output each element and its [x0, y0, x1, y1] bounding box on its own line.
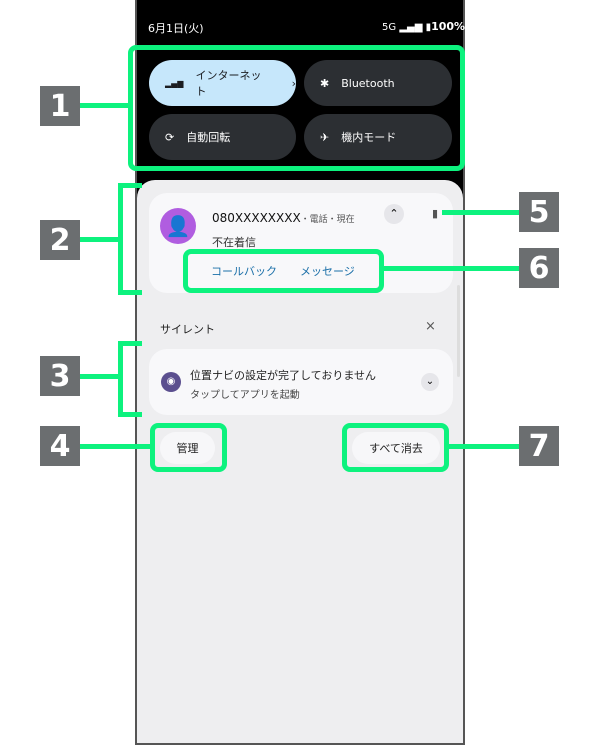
callout-line	[80, 103, 130, 108]
callout-bracket	[118, 341, 123, 417]
tile-label: Bluetooth	[341, 76, 395, 90]
location-icon: ◉	[161, 372, 181, 392]
notification-title: 位置ナビの設定が完了しておりません	[190, 369, 377, 382]
collapse-button[interactable]: ⌃	[384, 204, 404, 224]
caller-number: 080XXXXXXXX	[212, 211, 301, 225]
battery-level: 100%	[431, 20, 466, 33]
bluetooth-icon: ✱	[320, 76, 330, 90]
location-notification[interactable]	[149, 349, 453, 415]
tile-auto-rotate[interactable]: ⟳ 自動回転	[149, 114, 296, 160]
tile-label: インターネット	[195, 69, 262, 98]
callout-box-actions	[183, 249, 384, 293]
callout-box-manage	[150, 423, 227, 472]
chevron-right-icon: ›	[291, 76, 296, 90]
callout-line	[447, 444, 520, 449]
status-icons: 5G ▂▄▆ ▮100%	[382, 20, 465, 33]
tile-bluetooth[interactable]: ✱ Bluetooth	[304, 60, 452, 106]
missed-call-text: 不在着信	[212, 236, 256, 249]
callout-label-7: 7	[519, 426, 559, 466]
network-label: 5G	[382, 22, 397, 33]
callout-label-4: 4	[40, 426, 80, 466]
silent-header: サイレント	[160, 323, 215, 336]
callout-line	[118, 290, 142, 295]
callout-line	[118, 183, 142, 188]
callout-bracket	[118, 183, 123, 295]
airplane-icon: ✈	[320, 130, 330, 144]
tile-label: 機内モード	[341, 131, 397, 144]
callout-line	[442, 210, 520, 215]
rotate-icon: ⟳	[165, 130, 175, 144]
message-button[interactable]: メッセージ	[300, 265, 355, 278]
tile-airplane-mode[interactable]: ✈ 機内モード	[304, 114, 452, 160]
scrollbar[interactable]	[457, 285, 460, 377]
signal-icon: ▂▄▆	[165, 78, 184, 88]
callout-label-3: 3	[40, 356, 80, 396]
tile-internet[interactable]: ▂▄▆ インターネット ›	[149, 60, 296, 106]
callout-box-quick-settings	[128, 45, 465, 171]
call-meta: ・電話・現在	[300, 215, 355, 225]
manage-button[interactable]: 管理	[160, 432, 215, 464]
signal-icon: ▂▄▆	[399, 22, 423, 33]
expand-button[interactable]: ⌄	[421, 373, 439, 391]
callout-label-1: 1	[40, 86, 80, 126]
status-date: 6月1日(火)	[148, 22, 204, 35]
callout-line	[382, 266, 520, 271]
callout-box-clear	[342, 423, 449, 472]
callout-label-5: 5	[519, 192, 559, 232]
app-icon: ▮	[432, 207, 439, 220]
callout-line	[80, 374, 120, 379]
avatar: 👤	[160, 208, 196, 244]
callout-line	[80, 444, 152, 449]
battery-icon: ▮	[425, 22, 432, 33]
callback-button[interactable]: コールバック	[211, 265, 277, 278]
callout-line	[118, 341, 142, 346]
callout-label-6: 6	[519, 248, 559, 288]
tile-label: 自動回転	[186, 131, 231, 144]
notification-subtitle: タップしてアプリを起動	[190, 390, 300, 401]
callout-label-2: 2	[40, 220, 80, 260]
callout-line	[80, 237, 120, 242]
close-icon[interactable]: ×	[425, 319, 436, 334]
clear-all-button[interactable]: すべて消去	[352, 432, 440, 464]
callout-line	[118, 412, 142, 417]
